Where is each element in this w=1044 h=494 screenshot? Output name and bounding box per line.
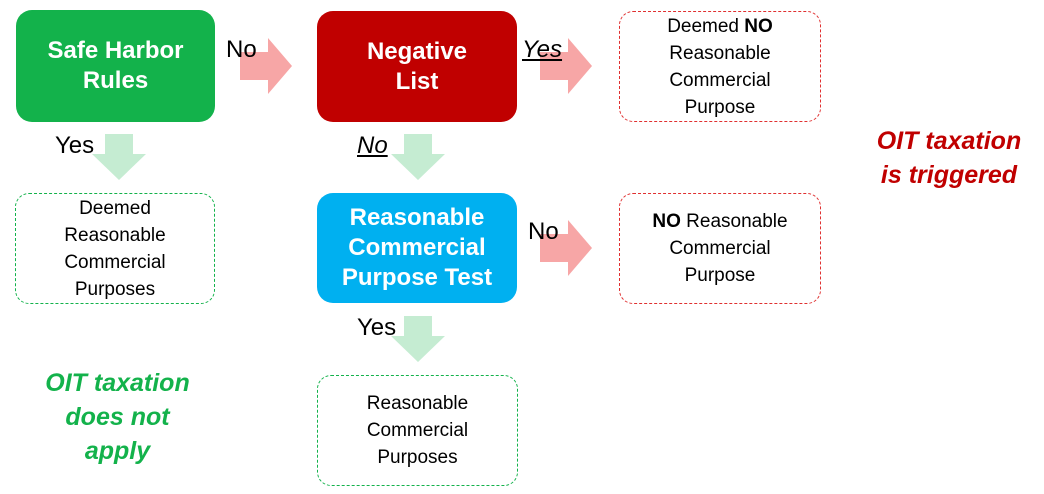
arrow-right-1 [240, 38, 292, 94]
reasonable-commercial-purpose-test-box: Reasonable Commercial Purpose Test [317, 193, 517, 303]
deemed-no-reasonable-purpose-box: Deemed NO Reasonable Commercial Purpose [619, 11, 821, 122]
deemed-reasonable-text: Deemed Reasonable Commercial Purposes [64, 197, 166, 300]
no-reasonable-purpose-box: NO Reasonable Commercial Purpose [619, 193, 821, 304]
arrow-down-3 [391, 316, 445, 362]
arrow-down-2 [391, 134, 445, 180]
arrow-down-1 [92, 134, 146, 180]
reasonable-purposes-box: Reasonable Commercial Purposes [317, 375, 518, 486]
label-yes-rcp-test: Yes [357, 314, 397, 341]
reasonable-purposes-text: Reasonable Commercial Purposes [366, 393, 469, 468]
no-rcp-text: NO Reasonable Commercial Purpose [652, 208, 787, 289]
negative-list-box: Negative List [317, 11, 517, 122]
conclusion-oit-triggered: OIT taxation is triggered [876, 127, 1022, 189]
label-no-rcp-test: No [528, 218, 559, 245]
deemed-no-bold: NO [744, 15, 773, 37]
safe-harbor-rules-box: Safe Harbor Rules [16, 10, 215, 122]
arrow-right-3 [540, 220, 592, 276]
deemed-reasonable-purposes-box: Deemed Reasonable Commercial Purposes [15, 193, 215, 304]
label-yes-negative-list: Yes [522, 36, 563, 63]
label-yes-safe-harbor: Yes [55, 132, 95, 159]
deemed-no-text: Deemed NO Reasonable Commercial Purpose [667, 13, 773, 121]
no-rcp-bold: NO [652, 211, 681, 232]
deemed-no-rest: Reasonable Commercial Purpose [669, 42, 771, 118]
label-no-negative-list: No [357, 132, 388, 159]
label-no-safe-harbor: No [226, 36, 257, 63]
conclusion-oit-not-apply: OIT taxation does not apply [45, 369, 190, 465]
no-rcp-rest: Reasonable Commercial Purpose [669, 211, 788, 286]
arrow-right-2 [540, 38, 592, 94]
deemed-no-prefix: Deemed [667, 15, 745, 37]
